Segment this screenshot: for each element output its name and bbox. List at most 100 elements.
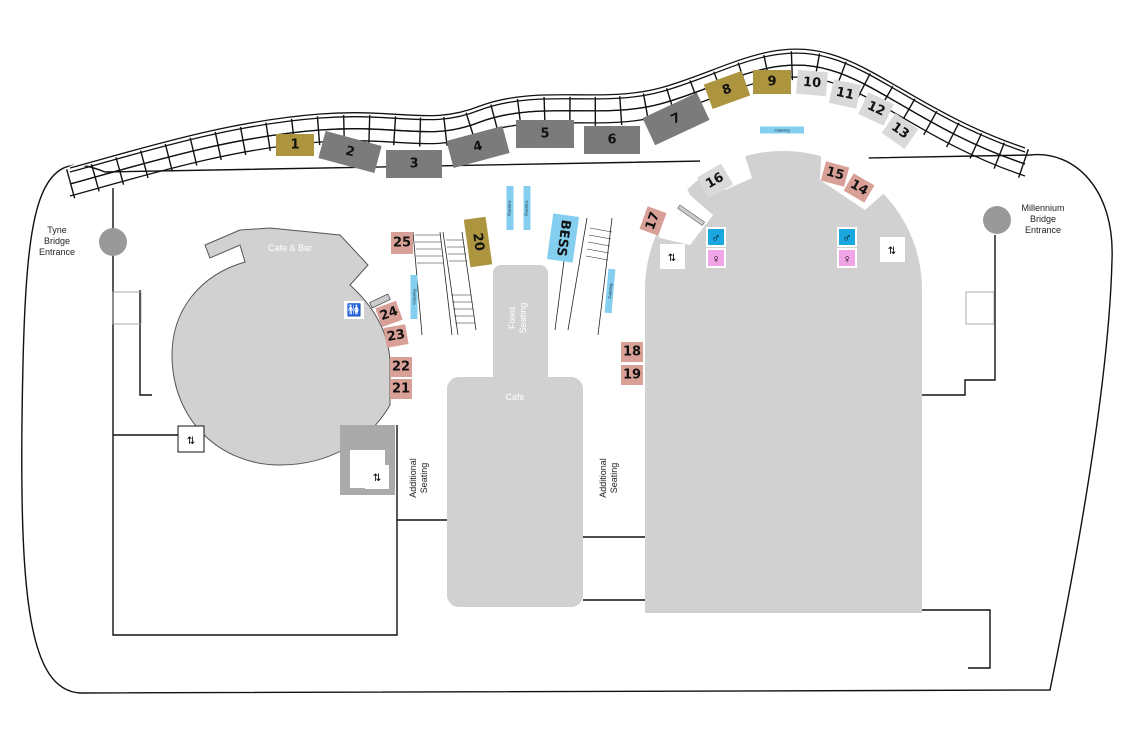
booth-number: 6 bbox=[607, 133, 616, 148]
booth-23[interactable]: 23 bbox=[383, 324, 409, 348]
booth-shape bbox=[642, 92, 710, 146]
booth-18[interactable]: 18 bbox=[621, 342, 643, 362]
booth-12[interactable]: 12 bbox=[858, 92, 894, 126]
tyne-entrance-marker[interactable] bbox=[99, 228, 127, 256]
booth-19[interactable]: 19 bbox=[621, 365, 643, 385]
toilets-icon: 🚻 bbox=[344, 301, 364, 319]
svg-text:Catering: Catering bbox=[412, 289, 417, 304]
booth-number: 5 bbox=[540, 127, 549, 142]
booth-number: 2 bbox=[344, 144, 357, 161]
booth-number: 25 bbox=[393, 236, 411, 251]
svg-text:♂: ♂ bbox=[843, 231, 852, 245]
booth-10[interactable]: 10 bbox=[796, 69, 828, 97]
female-toilet-icon: ♀ bbox=[837, 248, 857, 268]
booth-number: 18 bbox=[623, 345, 641, 360]
booth-1[interactable]: 1 bbox=[276, 134, 314, 156]
booth-shape bbox=[639, 206, 667, 236]
booth-number: 20 bbox=[469, 232, 486, 252]
booth-shape bbox=[383, 324, 409, 348]
booth-20[interactable]: 20 bbox=[463, 216, 493, 268]
booth-number: 11 bbox=[835, 85, 856, 103]
male-toilet-icon: ♂ bbox=[706, 227, 726, 247]
booth-22[interactable]: 22 bbox=[390, 357, 412, 377]
booth-number: 21 bbox=[392, 382, 410, 397]
svg-text:⇅: ⇅ bbox=[187, 436, 195, 447]
booth-number: 3 bbox=[409, 157, 418, 172]
booth-shape bbox=[375, 300, 403, 328]
booth-bess[interactable]: BESS bbox=[546, 213, 580, 263]
cafe-bar-label: Cafe & Bar bbox=[268, 243, 312, 253]
booth-shape bbox=[516, 120, 574, 148]
booth-shape bbox=[391, 232, 413, 254]
booth-8[interactable]: 8 bbox=[703, 70, 751, 110]
booth-number: 19 bbox=[623, 368, 641, 383]
male-toilet-icon: ♂ bbox=[837, 227, 857, 247]
booth-9[interactable]: 9 bbox=[753, 70, 791, 94]
booth-15[interactable]: 15 bbox=[820, 161, 850, 187]
booth-number: 15 bbox=[824, 164, 845, 183]
additional-seating-left: AdditionalSeating bbox=[408, 458, 429, 498]
cafe-bar-area[interactable]: Cafe & Bar bbox=[171, 227, 391, 466]
female-toilet-icon: ♀ bbox=[706, 248, 726, 268]
booth-number: 17 bbox=[643, 210, 663, 232]
booth-6[interactable]: 6 bbox=[584, 126, 640, 154]
booth-13[interactable]: 13 bbox=[881, 113, 919, 149]
booth-25[interactable]: 25 bbox=[391, 232, 413, 254]
main-hall[interactable] bbox=[645, 140, 935, 613]
booth-shape bbox=[621, 365, 643, 385]
booth-number: 24 bbox=[378, 304, 400, 324]
booth-14[interactable]: 14 bbox=[843, 173, 875, 203]
booth-shape bbox=[584, 126, 640, 154]
booth-shape bbox=[820, 161, 850, 187]
svg-text:⇅: ⇅ bbox=[668, 253, 676, 264]
booth-number: 1 bbox=[290, 138, 299, 153]
cafe-area[interactable]: Cafe FixedSeating bbox=[447, 265, 583, 607]
svg-text:🚻: 🚻 bbox=[347, 303, 362, 317]
booth-shape bbox=[546, 213, 580, 263]
lift-icon: ⇅ bbox=[660, 244, 685, 269]
svg-text:⇅: ⇅ bbox=[888, 246, 896, 257]
svg-text:Catering: Catering bbox=[508, 200, 513, 215]
booth-shape bbox=[463, 216, 493, 268]
booth-2[interactable]: 2 bbox=[318, 130, 382, 174]
millennium-entrance-marker[interactable] bbox=[983, 206, 1011, 234]
svg-text:♀: ♀ bbox=[712, 252, 721, 266]
booth-shape bbox=[390, 357, 412, 377]
booth-shape bbox=[753, 70, 791, 94]
booth-11[interactable]: 11 bbox=[828, 79, 862, 109]
booth-shape bbox=[696, 163, 734, 199]
lift-icon: ⇅ bbox=[177, 425, 205, 453]
lift-icon: ⇅ bbox=[880, 237, 905, 262]
cafe-label: Cafe bbox=[505, 392, 524, 402]
booth-shape bbox=[828, 79, 862, 109]
booth-16[interactable]: 16 bbox=[696, 163, 734, 199]
booth-21[interactable]: 21 bbox=[390, 379, 412, 399]
booth-number: 4 bbox=[472, 139, 485, 156]
booth-number: BESS bbox=[553, 219, 573, 258]
booth-number: 9 bbox=[767, 75, 776, 90]
catering-points[interactable]: Catering Catering Catering Catering Cate… bbox=[410, 126, 805, 320]
booth-3[interactable]: 3 bbox=[386, 150, 442, 178]
svg-text:⇅: ⇅ bbox=[373, 473, 381, 484]
booth-shape bbox=[796, 69, 828, 97]
booth-shape bbox=[446, 125, 510, 169]
booth-shape bbox=[703, 70, 751, 110]
booth-number: 12 bbox=[865, 98, 888, 119]
booth-shape bbox=[390, 379, 412, 399]
booth-shape bbox=[386, 150, 442, 178]
booth-17[interactable]: 17 bbox=[639, 206, 667, 236]
booth-number: 10 bbox=[802, 75, 821, 92]
svg-text:♀: ♀ bbox=[843, 252, 852, 266]
booth-7[interactable]: 7 bbox=[642, 92, 710, 146]
booth-shape bbox=[276, 134, 314, 156]
booth-24[interactable]: 24 bbox=[375, 300, 403, 328]
booth-5[interactable]: 5 bbox=[516, 120, 574, 148]
additional-seating-right: AdditionalSeating bbox=[598, 458, 619, 498]
booth-4[interactable]: 4 bbox=[446, 125, 510, 169]
booth-shape bbox=[858, 92, 894, 126]
booth-shape bbox=[881, 113, 919, 149]
